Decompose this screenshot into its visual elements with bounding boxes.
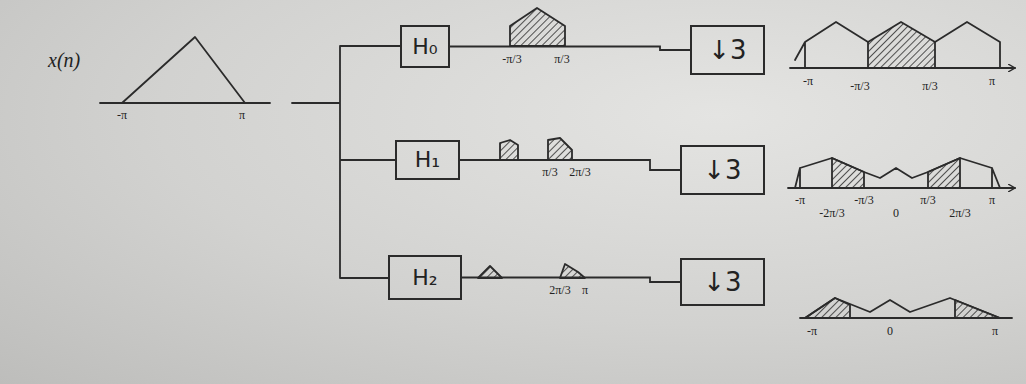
axis-label: 0 <box>887 325 893 337</box>
axis-label: -π/3 <box>854 194 873 206</box>
axis-label: π <box>582 284 588 296</box>
axis-label: π <box>992 325 998 337</box>
filter-box: H₀ <box>400 25 450 68</box>
axis-label: -π/3 <box>502 53 521 65</box>
output-spectrum <box>928 158 960 188</box>
axis-label: 2π/3 <box>549 284 570 296</box>
axis-label: π/3 <box>920 194 935 206</box>
signal-name: x(n) <box>48 50 80 70</box>
box-label: H₀ <box>412 36 437 58</box>
signal-line <box>462 278 680 283</box>
output-axis <box>788 187 1015 189</box>
h2-passband <box>478 266 502 278</box>
axis-label: -π <box>795 194 805 206</box>
axis-label: π/3 <box>542 166 557 178</box>
axis-label: -2π/3 <box>819 207 844 219</box>
axis-label: π <box>989 75 995 87</box>
output-spectrum <box>868 22 935 68</box>
box-label: ↓3 <box>708 37 746 63</box>
downsampler-box: ↓3 <box>690 25 765 75</box>
input-spectrum <box>122 37 245 103</box>
axis-label: 0 <box>893 207 899 219</box>
axis-label: -π <box>807 325 817 337</box>
axis-label: -π <box>803 75 813 87</box>
signal-line <box>450 47 690 51</box>
output-spectrum <box>795 158 1000 188</box>
filter-box: H₁ <box>395 140 460 180</box>
filter-box: H₂ <box>388 255 462 300</box>
output-spectrum <box>805 298 1000 318</box>
downsampler-box: ↓3 <box>680 145 765 195</box>
axis-label: π/3 <box>922 80 937 92</box>
output-spectrum <box>795 22 1000 68</box>
h1-passband <box>500 140 518 160</box>
axis-label: 2π/3 <box>949 207 970 219</box>
axis-label: π/3 <box>554 53 569 65</box>
h0-passband <box>510 8 565 46</box>
box-label: H₂ <box>412 267 437 289</box>
h1-passband <box>548 138 572 160</box>
axis-label: π <box>989 194 995 206</box>
axis-label: π <box>239 109 245 121</box>
h2-passband <box>560 264 585 278</box>
box-label: H₁ <box>415 149 440 171</box>
box-label: ↓3 <box>703 269 741 295</box>
axis-label: -π/3 <box>850 80 869 92</box>
box-label: ↓3 <box>703 157 741 183</box>
axis-label: -π <box>117 109 127 121</box>
split-line <box>292 46 400 278</box>
axis-label: 2π/3 <box>569 166 590 178</box>
downsampler-box: ↓3 <box>680 258 765 306</box>
output-spectrum <box>832 158 864 188</box>
